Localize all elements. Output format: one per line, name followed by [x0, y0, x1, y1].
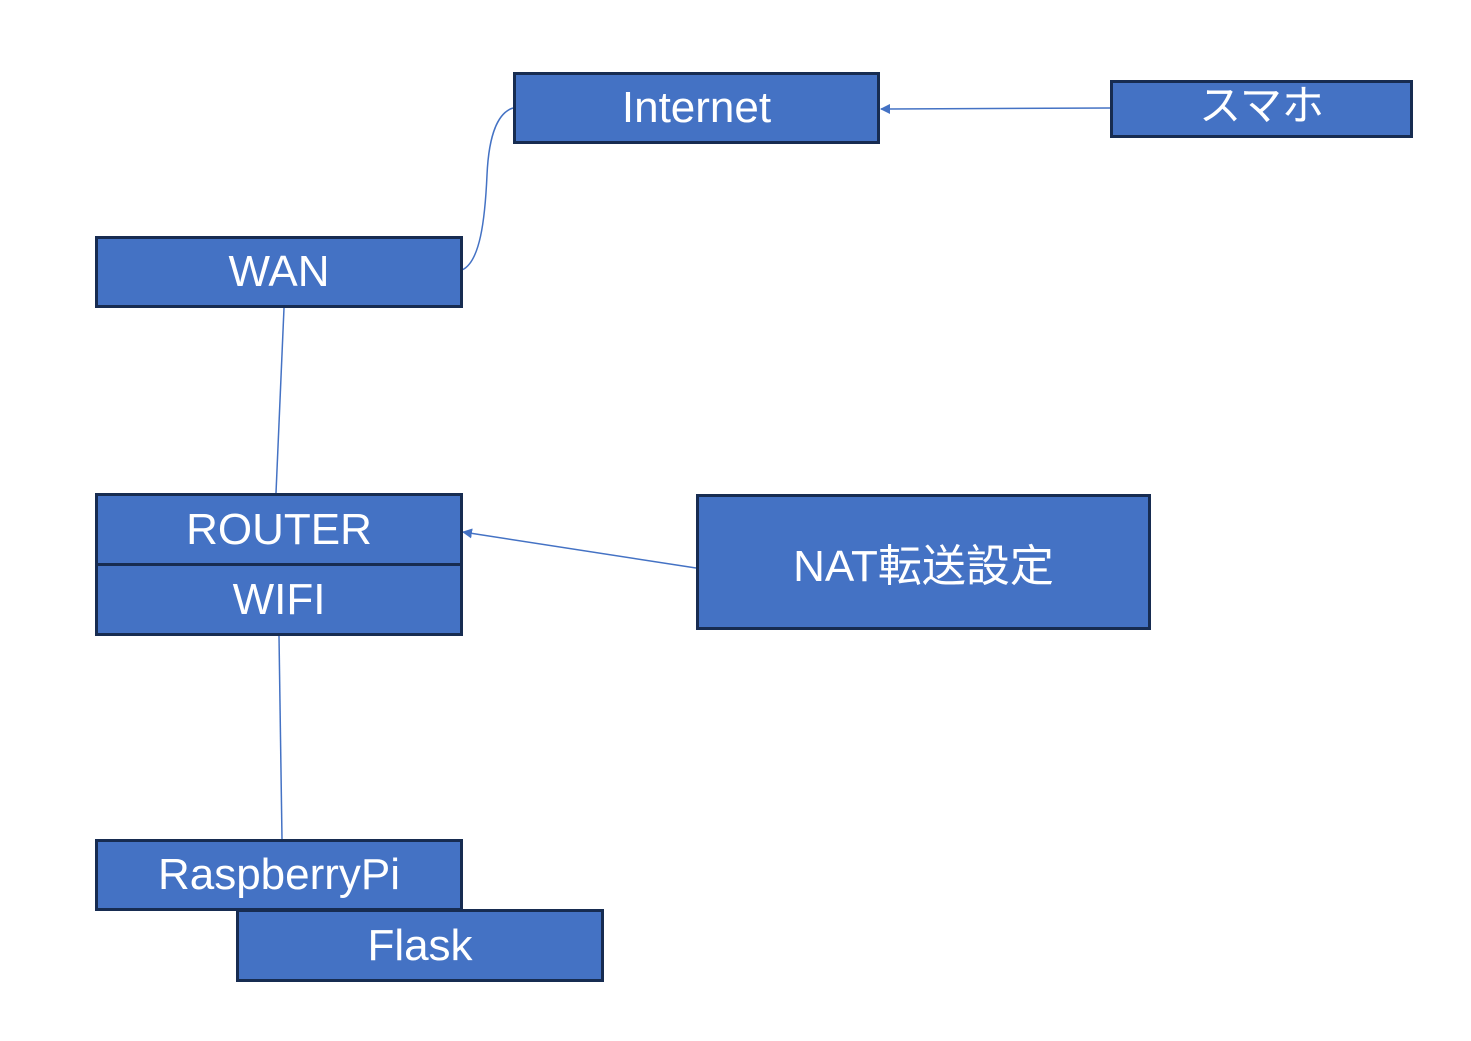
- edge-nat-router: [462, 528, 697, 569]
- node-label: RaspberryPi: [157, 850, 401, 899]
- node-flask[interactable]: Flask: [236, 909, 604, 982]
- node-label: WIFI: [232, 574, 326, 624]
- node-label: ROUTER: [186, 504, 372, 554]
- edge-smartphone-internet: [880, 103, 1111, 114]
- node-wan[interactable]: WAN: [95, 236, 463, 308]
- node-label: スマホ: [1199, 82, 1324, 129]
- edge-wan-router: [275, 307, 285, 494]
- node-internet[interactable]: Internet: [513, 72, 880, 144]
- node-label: WAN: [228, 247, 330, 296]
- edge-wan-internet: [461, 107, 514, 271]
- node-label: NAT転送設定: [793, 542, 1054, 591]
- node-label: Flask: [367, 920, 473, 970]
- node-raspberrypi[interactable]: RaspberryPi: [95, 839, 463, 911]
- edge-wifi-raspberrypi: [278, 635, 283, 840]
- node-router[interactable]: ROUTER: [95, 493, 463, 566]
- node-label: Internet: [621, 83, 772, 132]
- node-nat[interactable]: NAT転送設定: [696, 494, 1151, 630]
- node-smartphone[interactable]: スマホ: [1110, 80, 1413, 138]
- node-wifi[interactable]: WIFI: [95, 563, 463, 636]
